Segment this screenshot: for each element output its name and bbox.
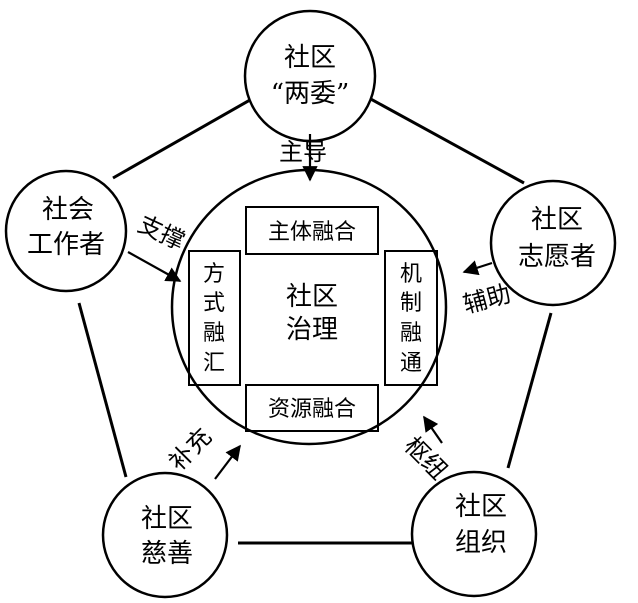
center-label-line2: 治理	[286, 315, 338, 345]
node-bottom-right: 社区 组织	[410, 470, 538, 598]
node-top-circle	[243, 9, 377, 143]
node-right-line2: 志愿者	[518, 242, 596, 272]
relation-support-label: 支撑	[134, 210, 189, 256]
box-left-char: 方	[203, 262, 225, 287]
relation-supplement-label: 补充	[163, 422, 217, 476]
node-left-line1: 社会	[42, 195, 94, 225]
arrow-assist	[462, 260, 493, 276]
inner-boxes	[188, 206, 438, 432]
edge-bottomleft-left	[77, 302, 128, 478]
node-top: 社区 “两委”	[243, 9, 377, 143]
box-top-label: 主体融合	[268, 220, 356, 245]
edge-left-top	[112, 90, 265, 180]
box-subject-fusion	[245, 206, 379, 255]
node-bottom-left-line2: 慈善	[141, 539, 193, 569]
arrow-supplement	[214, 444, 241, 480]
edge-right-bottomright	[506, 312, 553, 469]
box-mechanism-fusion	[384, 250, 438, 386]
box-right-char: 融	[400, 321, 422, 346]
box-right-char: 机	[400, 262, 422, 287]
arrows	[127, 134, 493, 480]
node-bottom-right-line2: 组织	[455, 528, 507, 558]
node-bottom-right-circle	[410, 470, 538, 598]
arrow-support	[127, 251, 182, 282]
node-bottom-right-line1: 社区	[455, 492, 507, 522]
box-left-label: 方 式 融 汇	[203, 262, 225, 376]
node-left: 社会 工作者	[4, 169, 128, 293]
node-left-circle	[4, 169, 128, 293]
node-top-line2: “两委”	[271, 79, 350, 109]
node-bottom-left-line1: 社区	[141, 504, 193, 534]
box-left-char: 融	[203, 321, 225, 346]
box-right-char: 制	[400, 291, 422, 316]
node-top-line1: 社区	[284, 43, 336, 73]
box-method-fusion	[188, 250, 241, 386]
edge-top-right	[357, 90, 525, 185]
box-right-label: 机 制 融 通	[400, 262, 422, 376]
relation-hub-label: 枢纽	[399, 431, 453, 485]
relation-assist-label: 辅助	[460, 280, 514, 319]
pentagon-edges	[77, 90, 553, 545]
relation-lead-label: 主导	[279, 138, 327, 166]
arrow-hub	[423, 415, 443, 444]
center-label-line1: 社区	[286, 282, 338, 312]
box-left-char: 汇	[203, 351, 225, 376]
box-resource-fusion	[245, 384, 379, 432]
node-right-circle	[489, 179, 617, 307]
node-right-line1: 社区	[531, 205, 583, 235]
node-right: 社区 志愿者	[489, 179, 617, 307]
box-bottom-label: 资源融合	[268, 397, 356, 422]
box-left-char: 式	[203, 291, 225, 316]
node-left-line2: 工作者	[27, 230, 105, 260]
node-bottom-left-circle	[101, 471, 229, 599]
node-bottom-left: 社区 慈善	[101, 471, 229, 599]
box-right-char: 通	[400, 351, 422, 376]
